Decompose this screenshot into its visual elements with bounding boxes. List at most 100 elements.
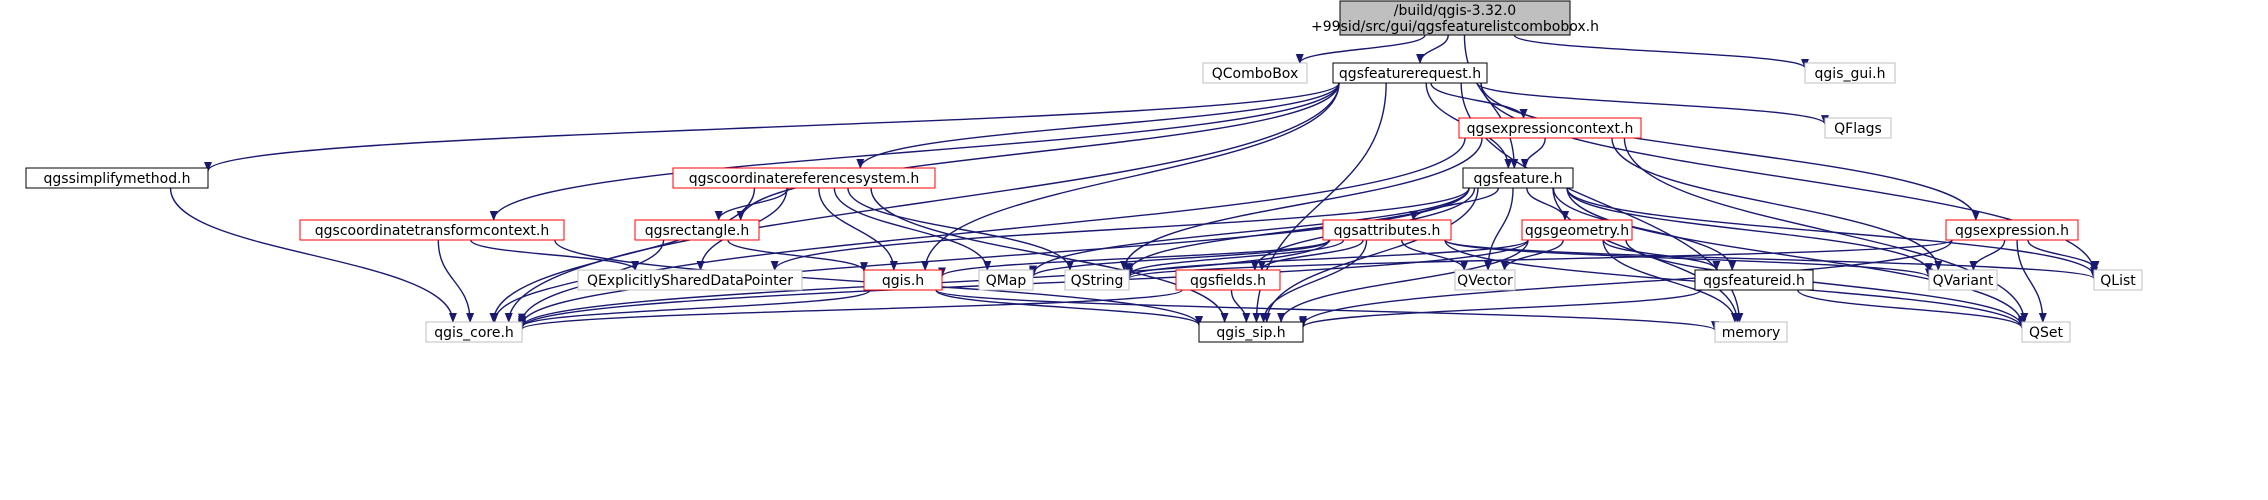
node-box — [2093, 269, 2143, 291]
node-qmap: QMap — [978, 269, 1034, 291]
node-label: qgsfeatureid.h — [1703, 273, 1805, 289]
node-box — [425, 321, 523, 343]
node-box — [1714, 321, 1788, 343]
edge-root-to-featurerequest — [1416, 34, 1449, 64]
edge-qgis-to-qgis_sip — [935, 289, 1203, 327]
node-qvector: QVector — [1454, 269, 1516, 291]
nodes-layer: /build/qgis-3.32.0+99sid/src/gui/qgsfeat… — [25, 0, 2143, 343]
node-transformctx[interactable]: qgscoordinatetransformcontext.h — [299, 219, 565, 241]
node-qvariant: QVariant — [1928, 269, 1998, 291]
node-label: +99sid/src/gui/qgsfeaturelistcombobox.h — [1311, 19, 1599, 35]
node-box — [1521, 219, 1633, 241]
edge-crs-to-rectangle — [714, 187, 789, 221]
edge-featureid-to-qset — [1797, 289, 2026, 329]
edge-feature-to-geometry — [1526, 187, 1570, 221]
node-label: QVariant — [1933, 273, 1994, 289]
edge-featurerequest-to-expression — [1480, 82, 1980, 221]
node-attributes[interactable]: qgsattributes.h — [1322, 219, 1452, 241]
edge-expression-to-qlist — [2027, 239, 2100, 271]
node-rectangle[interactable]: qgsrectangle.h — [634, 219, 760, 241]
node-box — [1175, 269, 1281, 291]
node-crs[interactable]: qgscoordinatereferencesystem.h — [672, 167, 936, 189]
edge-feature-to-qmap — [1029, 187, 1470, 276]
node-label: QExplicitlySharedDataPointer — [587, 273, 793, 289]
node-box — [1462, 167, 1574, 189]
edge-geometry-to-qgis_sip — [1277, 239, 1529, 323]
node-qflags: QFlags — [1824, 117, 1892, 139]
edge-fields-to-qgis_core — [518, 289, 1183, 331]
edge-featurerequest-to-crs — [856, 82, 1340, 169]
node-label: QVector — [1457, 273, 1513, 289]
node-box — [672, 167, 936, 189]
node-box — [25, 167, 209, 189]
edge-exprcontext-to-qgis_core — [518, 137, 1466, 324]
node-qcombobox: QComboBox — [1202, 62, 1308, 84]
node-featureid[interactable]: qgsfeatureid.h — [1694, 269, 1814, 291]
node-label: qgsattributes.h — [1334, 223, 1441, 239]
node-label: qgsgeometry.h — [1525, 223, 1629, 239]
node-label: qgsexpressioncontext.h — [1467, 121, 1634, 137]
edge-expression-to-qset — [2016, 239, 2047, 323]
node-box — [978, 269, 1034, 291]
node-box — [1694, 269, 1814, 291]
node-box — [2021, 321, 2071, 343]
edge-exprcontext-to-qset — [1623, 137, 2029, 323]
node-box — [1824, 117, 1892, 139]
edge-crs-to-qgis_core — [489, 187, 756, 323]
node-label: QString — [1071, 273, 1124, 289]
edge-root-to-qcombobox — [1295, 34, 1426, 64]
node-simplify[interactable]: qgssimplifymethod.h — [25, 167, 209, 189]
edge-expression-to-qgis_sip — [1299, 239, 1953, 327]
node-featurerequest[interactable]: qgsfeaturerequest.h — [1332, 62, 1488, 84]
node-box — [1945, 219, 2079, 241]
node-geometry[interactable]: qgsgeometry.h — [1521, 219, 1633, 241]
edge-geometry-to-qset — [1625, 239, 2026, 328]
edge-attributes-to-qmap — [1029, 239, 1331, 278]
node-exprcontext[interactable]: qgsexpressioncontext.h — [1458, 117, 1642, 139]
node-feature[interactable]: qgsfeature.h — [1462, 167, 1574, 189]
edge-feature-to-qgis_core — [518, 187, 1470, 327]
edge-transformctx-to-qgis_core — [437, 239, 475, 323]
edge-transformctx-to-qesdp — [470, 239, 640, 271]
edge-featurerequest-to-qgis_core — [504, 82, 1340, 323]
node-box — [1339, 0, 1571, 36]
edge-simplify-to-qgis_core — [169, 187, 457, 323]
node-qgis-sip[interactable]: qgis_sip.h — [1198, 321, 1304, 343]
node-expression[interactable]: qgsexpression.h — [1945, 219, 2079, 241]
edge-attributes-to-qlist — [1444, 239, 2098, 280]
edge-featurerequest-to-qflags — [1476, 82, 1829, 126]
edge-feature-to-qset — [1566, 187, 2026, 326]
node-root[interactable]: /build/qgis-3.32.0+99sid/src/gui/qgsfeat… — [1311, 0, 1599, 36]
node-box — [1804, 62, 1896, 84]
edge-feature-to-attributes — [1409, 187, 1500, 221]
node-qset: QSet — [2021, 321, 2071, 343]
node-label: qgscoordinatereferencesystem.h — [689, 171, 920, 187]
node-label: QSet — [2029, 325, 2064, 341]
node-label: qgsrectangle.h — [645, 223, 749, 239]
node-box — [1928, 269, 1998, 291]
edge-crs-to-qmap — [833, 187, 992, 271]
node-label: qgsexpression.h — [1955, 223, 2069, 239]
node-qlist: QList — [2093, 269, 2143, 291]
node-label: qgis.h — [882, 273, 924, 289]
node-box — [1202, 62, 1308, 84]
node-label: memory — [1722, 325, 1781, 341]
node-box — [1322, 219, 1452, 241]
edge-crs-to-qstring — [847, 187, 1074, 271]
edge-qgis-to-qgis_core — [518, 289, 871, 328]
edge-expression-to-qvariant — [1969, 239, 2006, 271]
node-qgis-gui: qgis_gui.h — [1804, 62, 1896, 84]
edges-layer — [169, 34, 2100, 332]
edge-geometry-to-qstring — [1125, 239, 1529, 279]
edge-feature-to-featureid — [1552, 187, 1737, 271]
edge-featurerequest-to-simplify — [204, 82, 1340, 172]
edge-qgis-to-memory — [935, 289, 1719, 332]
node-fields[interactable]: qgsfields.h — [1175, 269, 1281, 291]
edge-root-to-qgis_gui — [1513, 34, 1809, 69]
edge-fields-to-qgis_sip — [1230, 289, 1251, 323]
edge-feature-to-qgis_sip — [1262, 187, 1479, 323]
edge-geometry-to-qvector — [1500, 239, 1564, 271]
edge-featurerequest-to-transformctx — [489, 82, 1340, 221]
node-qgis[interactable]: qgis.h — [863, 269, 943, 291]
